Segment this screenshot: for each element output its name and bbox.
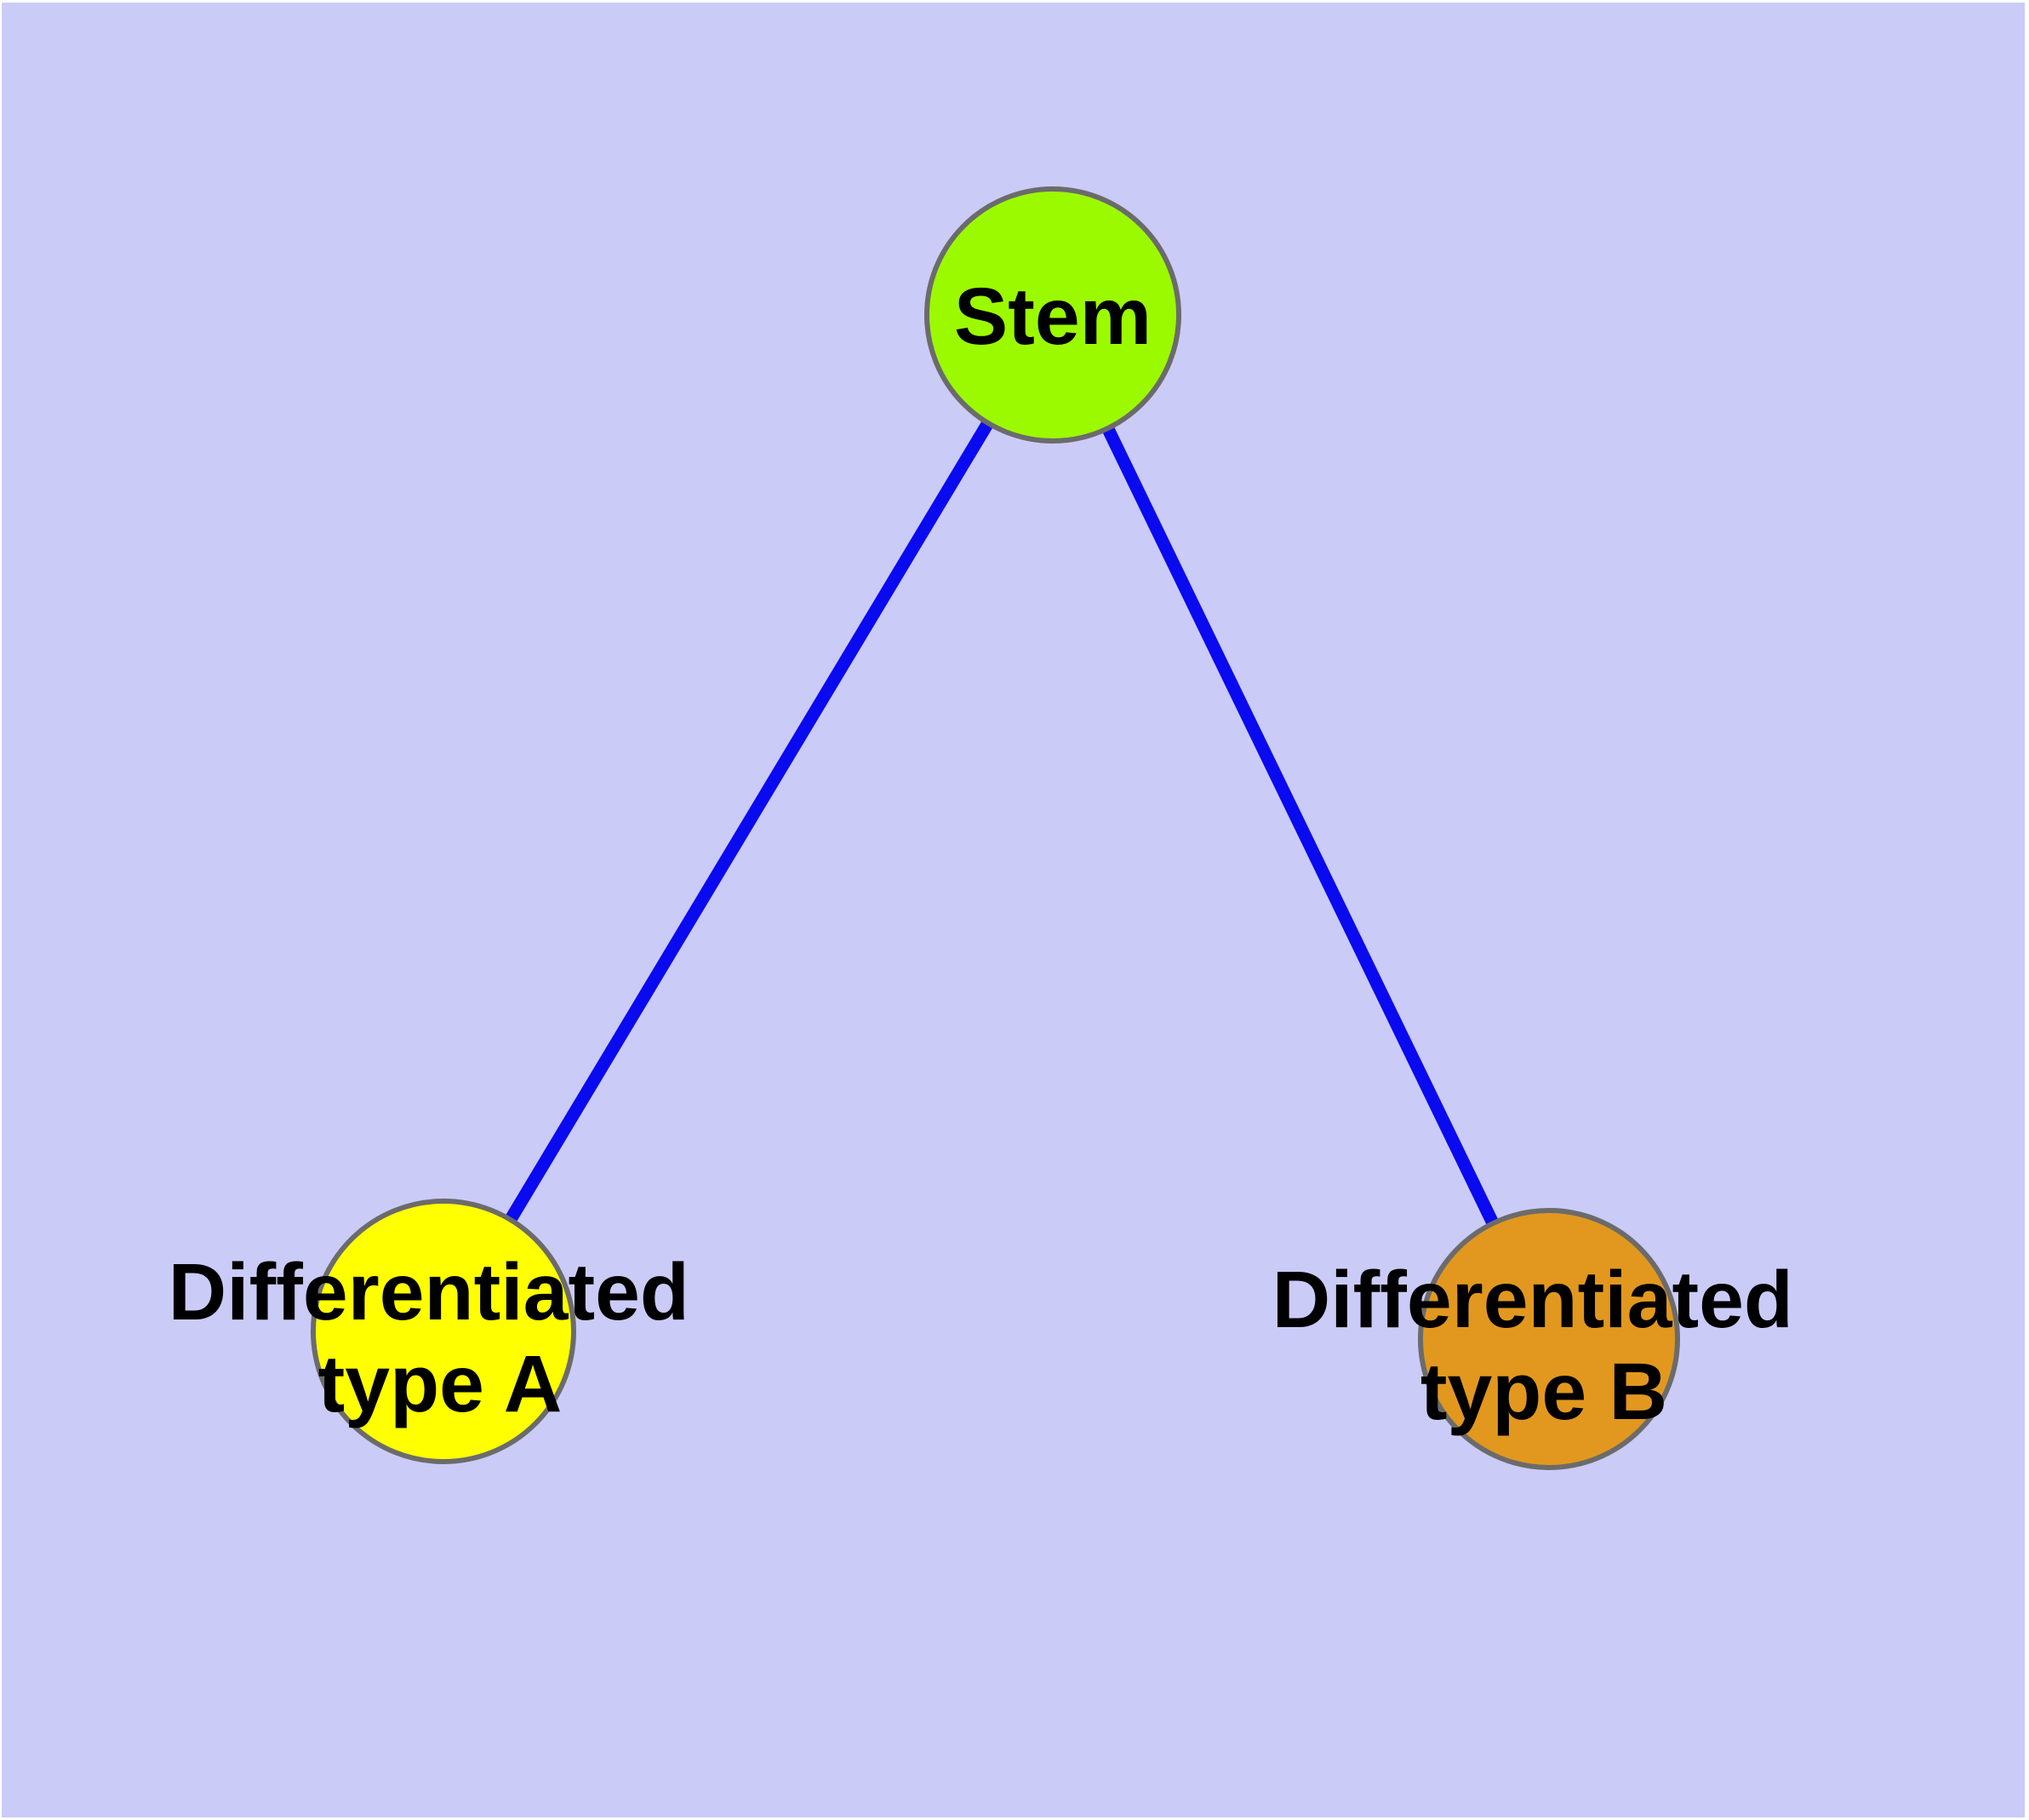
differentiated-type-a-node-label: Differentiated type A bbox=[169, 1247, 712, 1429]
type-b-label-line-1: Differentiated bbox=[1272, 1255, 1793, 1345]
stem-node bbox=[924, 186, 1181, 444]
node-group bbox=[311, 186, 1680, 1470]
edge-stem-to-type-a bbox=[437, 312, 1059, 1335]
stem-node-label: Stem bbox=[954, 272, 1152, 362]
type-a-label-line-2: type A bbox=[318, 1339, 563, 1429]
edge-stem-to-type-b bbox=[1047, 312, 1555, 1342]
label-group: Stem Differentiated type A Differentiate… bbox=[169, 272, 1816, 1437]
differentiated-type-a-node bbox=[311, 1199, 576, 1464]
differentiated-type-b-node-label: Differentiated type B bbox=[1272, 1255, 1816, 1437]
type-a-label-line-1: Differentiated bbox=[169, 1247, 689, 1337]
edge-group bbox=[437, 312, 1555, 1342]
type-b-label-line-2: type B bbox=[1420, 1347, 1667, 1437]
differentiated-type-b-node bbox=[1418, 1208, 1680, 1470]
